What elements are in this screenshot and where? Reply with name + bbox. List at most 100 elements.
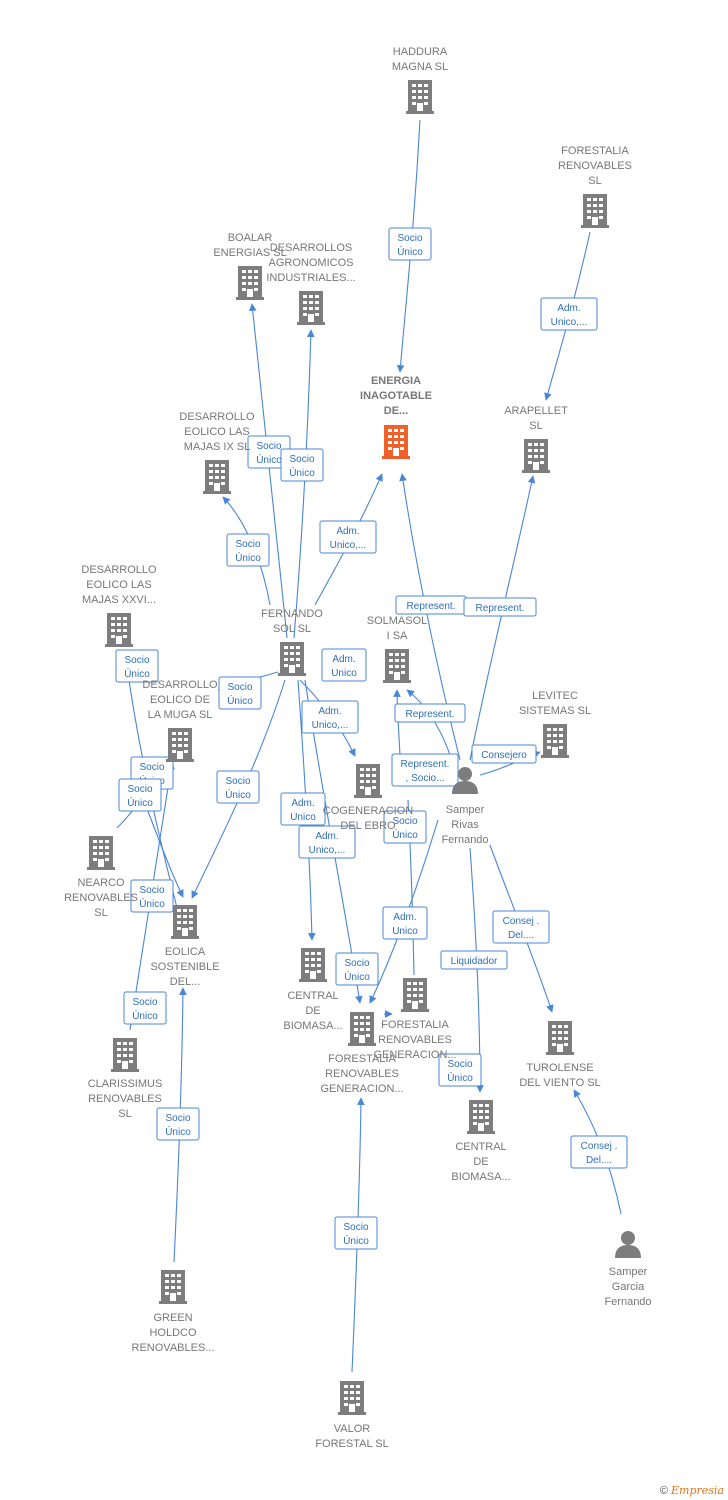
node-fernando-sol[interactable]: FERNANDO SOL SL <box>261 608 323 676</box>
building-icon <box>522 439 550 473</box>
svg-text:Socio: Socio <box>235 539 260 550</box>
svg-text:Socio: Socio <box>225 776 250 787</box>
svg-text:Liquidador: Liquidador <box>451 956 498 967</box>
svg-text:SOSTENIBLE: SOSTENIBLE <box>150 961 219 973</box>
svg-text:Socio: Socio <box>227 682 252 693</box>
svg-text:Represent.: Represent. <box>406 709 455 720</box>
node-desarrollos-agronomicos[interactable]: DESARROLLOS AGRONOMICOS INDUSTRIALES... <box>266 242 356 325</box>
svg-text:Consej .: Consej . <box>581 1141 618 1152</box>
svg-text:Adm.: Adm. <box>336 526 359 537</box>
svg-text:Único: Único <box>132 1009 158 1022</box>
node-haddura[interactable]: HADDURA MAGNA SL <box>392 46 448 114</box>
svg-text:Único: Único <box>124 667 150 680</box>
node-cogeneracion[interactable]: COGENERACION DEL EBRO <box>323 764 414 832</box>
node-clarissimus[interactable]: CLARISSIMUS RENOVABLES SL <box>88 1038 163 1120</box>
svg-text:DEL EBRO: DEL EBRO <box>340 820 396 832</box>
svg-text:Adm.: Adm. <box>318 706 341 717</box>
node-la-muga[interactable]: DESARROLLO EOLICO DE LA MUGA SL <box>142 679 218 762</box>
node-forestalia-generacion-2[interactable]: FORESTALIA RENOVABLES GENERACION... <box>373 978 457 1061</box>
svg-text:Socio: Socio <box>132 997 157 1008</box>
svg-text:RENOVABLES: RENOVABLES <box>558 160 632 172</box>
node-samper-garcia[interactable]: Samper Garcia Fernando <box>604 1231 652 1308</box>
svg-text:BIOMASA...: BIOMASA... <box>283 1020 342 1032</box>
svg-text:, Socio...: , Socio... <box>406 773 445 784</box>
node-levitec[interactable]: LEVITEC SISTEMAS SL <box>519 690 591 758</box>
svg-text:DE: DE <box>305 1005 320 1017</box>
node-majas-xxvi[interactable]: DESARROLLO EOLICO LAS MAJAS XXVI... <box>81 564 157 647</box>
edge-fernando-desagro <box>293 329 315 639</box>
svg-text:HADDURA: HADDURA <box>393 46 448 58</box>
svg-text:Socio: Socio <box>397 233 422 244</box>
svg-text:Fernando: Fernando <box>441 834 488 846</box>
svg-text:FERNANDO: FERNANDO <box>261 608 323 620</box>
node-nearco[interactable]: NEARCO RENOVABLES SL <box>64 836 138 919</box>
building-icon <box>354 764 382 798</box>
svg-text:Adm.: Adm. <box>291 798 314 809</box>
svg-text:Único: Único <box>256 453 282 466</box>
building-icon <box>159 1270 187 1304</box>
svg-text:Consejero: Consejero <box>481 750 527 761</box>
svg-text:FORESTAL SL: FORESTAL SL <box>315 1438 388 1450</box>
svg-text:GREEN: GREEN <box>153 1312 192 1324</box>
node-boalar[interactable]: BOALAR ENERGIAS SL <box>213 232 287 300</box>
svg-text:Socio: Socio <box>165 1113 190 1124</box>
svg-text:Consej .: Consej . <box>503 916 540 927</box>
svg-text:Único: Único <box>344 970 370 983</box>
node-eolica-sostenible[interactable]: EOLICA SOSTENIBLE DEL... <box>150 905 220 988</box>
building-icon <box>111 1038 139 1072</box>
svg-text:EOLICO DE: EOLICO DE <box>150 694 210 706</box>
svg-text:COGENERACION: COGENERACION <box>323 805 414 817</box>
node-green-holdco[interactable]: GREEN HOLDCO RENOVABLES... <box>132 1270 215 1354</box>
edge-label: Consejero <box>471 744 537 764</box>
node-energia-inagotable[interactable]: ENERGIA INAGOTABLE DE... <box>360 375 432 459</box>
svg-text:Unico,...: Unico,... <box>312 720 349 731</box>
node-forestalia-generacion-1[interactable]: FORESTALIA RENOVABLES GENERACION... <box>320 1012 404 1095</box>
svg-text:LEVITEC: LEVITEC <box>532 690 578 702</box>
svg-text:RENOVABLES: RENOVABLES <box>64 892 138 904</box>
svg-text:EOLICO LAS: EOLICO LAS <box>184 426 249 438</box>
svg-text:TUROLENSE: TUROLENSE <box>526 1062 593 1074</box>
edge-label: Adm.Unico <box>382 906 428 940</box>
building-icon <box>383 649 411 683</box>
node-turolense[interactable]: TUROLENSE DEL VIENTO SL <box>519 1021 601 1089</box>
svg-text:Socio: Socio <box>289 454 314 465</box>
svg-text:Único: Único <box>227 694 253 707</box>
edge-samper-arapellet <box>469 475 536 761</box>
node-central-biomasa-2[interactable]: CENTRAL DE BIOMASA... <box>451 1100 511 1183</box>
svg-text:Garcia: Garcia <box>612 1281 645 1293</box>
svg-text:AGRONOMICOS: AGRONOMICOS <box>269 257 354 269</box>
brand-logo[interactable]: Empresia <box>671 1484 724 1497</box>
building-icon <box>297 291 325 325</box>
building-icon <box>338 1381 366 1415</box>
svg-text:SOLMASOL: SOLMASOL <box>367 615 428 627</box>
svg-text:Único: Único <box>447 1071 473 1084</box>
node-valor-forestal[interactable]: VALOR FORESTAL SL <box>315 1381 389 1450</box>
svg-text:NEARCO: NEARCO <box>77 877 125 889</box>
node-majas-ix[interactable]: DESARROLLO EOLICO LAS MAJAS IX SL <box>179 411 255 494</box>
svg-text:Represent.: Represent. <box>401 759 450 770</box>
svg-text:CLARISSIMUS: CLARISSIMUS <box>88 1078 163 1090</box>
svg-text:Socio: Socio <box>447 1059 472 1070</box>
svg-text:Único: Único <box>139 897 165 910</box>
edge-samper-energia <box>399 473 461 761</box>
node-arapellet[interactable]: ARAPELLET SL <box>504 405 568 473</box>
svg-text:Socio: Socio <box>392 816 417 827</box>
svg-text:HOLDCO: HOLDCO <box>149 1327 197 1339</box>
node-samper-rivas[interactable]: Samper Rivas Fernando <box>441 767 489 846</box>
building-icon <box>541 724 569 758</box>
node-central-biomasa-1[interactable]: CENTRAL DE BIOMASA... <box>283 948 343 1032</box>
svg-text:Socio: Socio <box>139 885 164 896</box>
svg-text:SISTEMAS SL: SISTEMAS SL <box>519 705 591 717</box>
svg-text:Socio: Socio <box>127 784 152 795</box>
svg-text:Fernando: Fernando <box>604 1296 651 1308</box>
node-forestalia-renovables[interactable]: FORESTALIA RENOVABLES SL <box>558 145 632 228</box>
svg-text:Represent.: Represent. <box>476 603 525 614</box>
svg-text:Socio: Socio <box>343 1222 368 1233</box>
svg-text:Adm.: Adm. <box>557 303 580 314</box>
node-solmasol[interactable]: SOLMASOL I SA <box>367 615 428 683</box>
